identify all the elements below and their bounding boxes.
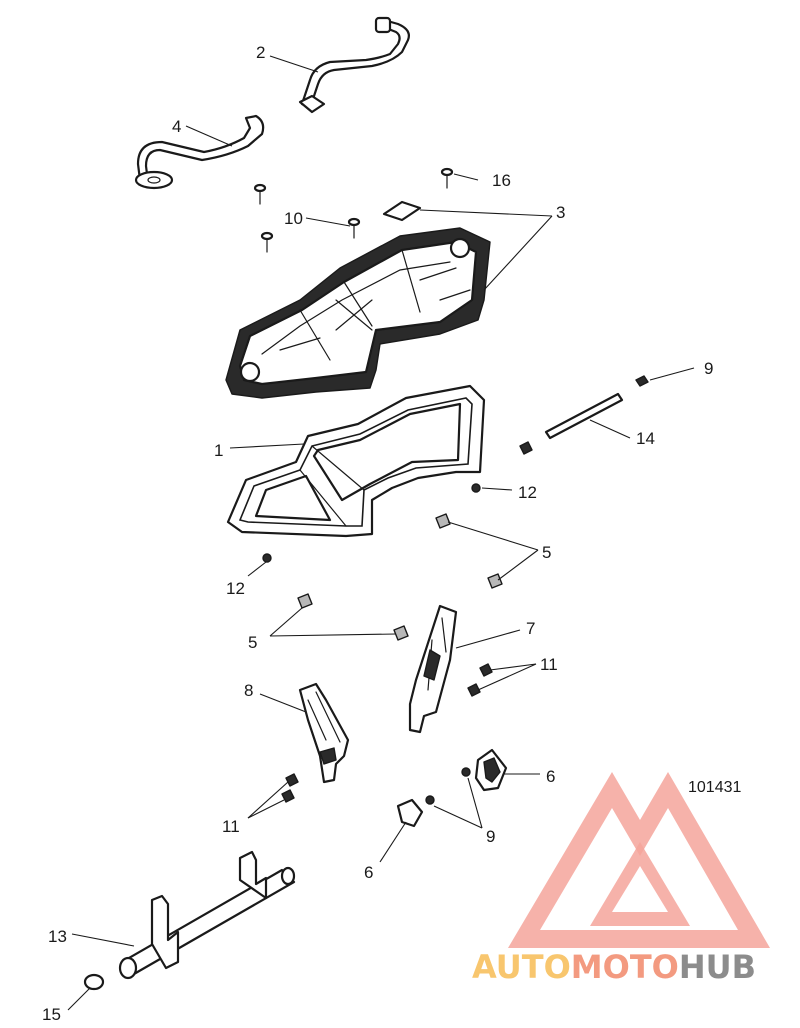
callout-14: 14 [636,429,655,448]
part-1-rack-frame [226,384,486,538]
screw-9c [461,767,471,777]
callout-11-right: 11 [540,655,558,674]
bolt-11b [467,683,481,697]
screw-9b [519,441,533,455]
part-4-handle [134,114,265,190]
clip-5a [435,513,451,529]
callout-1: 1 [214,441,223,460]
callout-12-right: 12 [518,483,537,502]
callout-10: 10 [284,209,303,228]
part-6-pad-left [396,798,424,828]
watermark-auto: AUTO [472,948,571,986]
part-14-rod [544,392,624,440]
part-2-handle [298,16,410,114]
screw-9a [635,375,649,387]
bolt-11a [479,663,493,677]
watermark-hub: HUB [679,948,756,986]
callout-labels: 2 4 16 10 3 9 1 14 12 5 12 5 7 11 8 6 10… [42,43,741,1024]
screw-9d [425,795,435,805]
callout-2: 2 [256,43,265,62]
bolt-10c [260,231,274,253]
clip-5c [297,593,313,609]
part-15-cap [83,973,105,991]
clip-5d [393,625,409,641]
watermark-wordmark: AUTOMOTOHUB [472,948,756,986]
clip-5b [487,573,503,589]
part-6-pad-right [474,748,508,792]
part-3-decal [382,200,422,222]
callout-7: 7 [526,619,535,638]
callout-5-right: 5 [542,543,551,562]
bolt-10a [253,183,267,205]
part-13-mount-tube [118,850,296,980]
callout-5-left: 5 [248,633,257,652]
bolt-10b [347,217,361,239]
callout-4: 4 [172,117,181,136]
part-8-support [298,682,350,784]
callout-13: 13 [48,927,67,946]
callout-11-left: 11 [222,817,240,836]
nut-12b [262,553,272,563]
callout-16: 16 [492,171,511,190]
callout-6-left: 6 [364,863,373,882]
callout-9-bottom: 9 [486,827,495,846]
callout-6-right: 6 [546,767,555,786]
callout-3: 3 [556,203,565,222]
bolt-11d [281,789,295,803]
leader-lines [67,55,695,1011]
callout-12-left: 12 [226,579,245,598]
nut-12a [471,483,481,493]
svg-text:AUTOMOTOHUB: AUTOMOTOHUB [472,948,756,986]
part-7-support [408,604,458,734]
part-3-rack-platform [225,227,491,399]
callout-15: 15 [42,1005,61,1024]
watermark-moto: MOTO [571,948,679,986]
watermark-logo [508,772,770,948]
bolt-11c [285,773,299,787]
bolt-16 [440,167,454,189]
diagram-id: 101431 [688,779,741,796]
callout-8: 8 [244,681,253,700]
callout-9-top: 9 [704,359,713,378]
